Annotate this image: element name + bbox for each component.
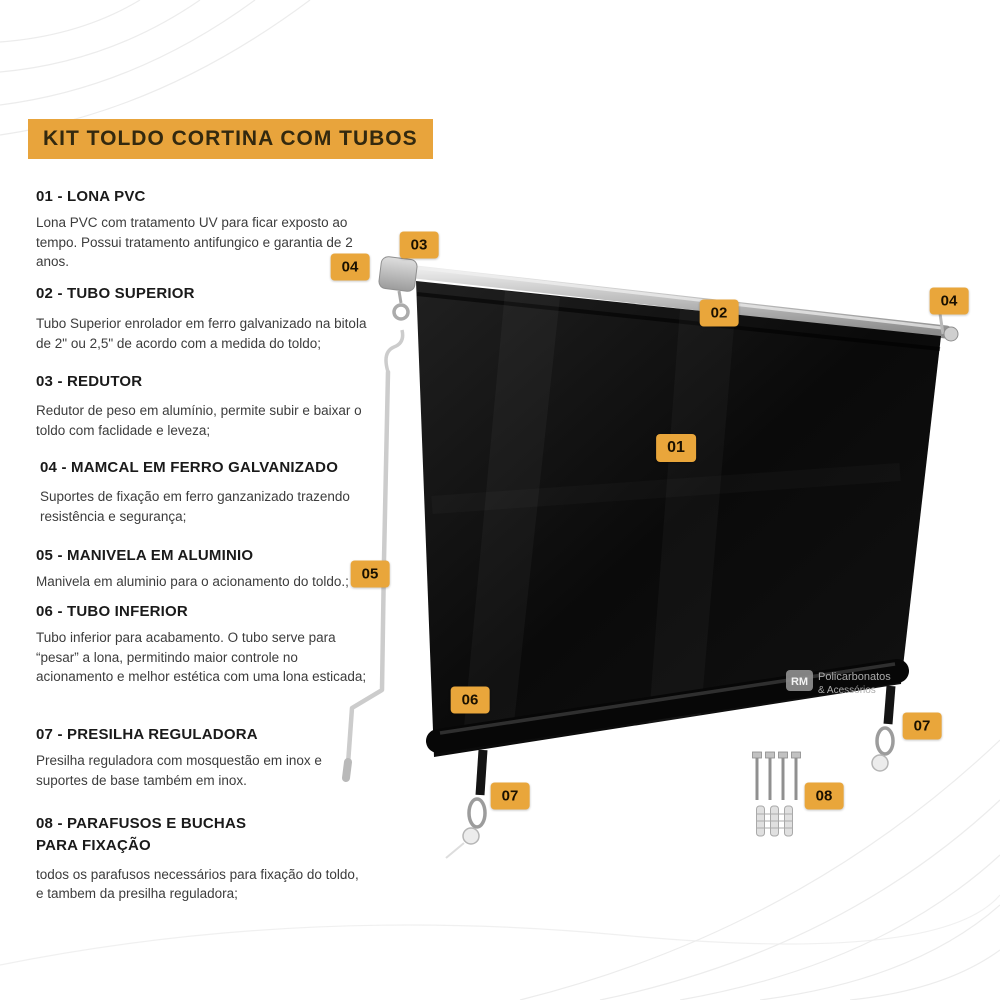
part-badge-02: 02 xyxy=(699,299,739,327)
part-badge-01: 01 xyxy=(656,434,696,462)
part-heading: 01 - LONA PVC xyxy=(36,188,146,205)
part-section-05: 05 - MANIVELA EM ALUMINIO Manivela em al… xyxy=(36,547,368,592)
part-description: Presilha reguladora com mosquestão em in… xyxy=(36,753,322,788)
screws-and-anchors xyxy=(752,751,801,837)
part-badge-04-left: 04 xyxy=(330,253,370,281)
part-description: Manivela em aluminio para o acionamento … xyxy=(36,574,349,589)
part-heading: 04 - MAMCAL EM FERRO GALVANIZADO xyxy=(40,459,339,476)
part-badge-08: 08 xyxy=(804,782,844,810)
part-section-03: 03 - REDUTOR Redutor de peso em alumínio… xyxy=(36,373,368,440)
part-heading: 03 - REDUTOR xyxy=(36,373,143,390)
part-section-07: 07 - PRESILHA REGULADORA Presilha regula… xyxy=(36,726,368,790)
bottom-tube xyxy=(426,659,909,753)
part-badge-07-left: 07 xyxy=(490,782,530,810)
part-description: Redutor de peso em alumínio, permite sub… xyxy=(36,403,362,438)
part-badge-03: 03 xyxy=(399,231,439,259)
left-strap-hook xyxy=(445,749,488,859)
part-description: Suportes de fixação em ferro ganzanizado… xyxy=(40,489,350,524)
part-badge-04-right: 04 xyxy=(929,287,969,315)
part-heading: 08 - PARAFUSOS E BUCHAS PARA FIXAÇÃO xyxy=(36,815,247,854)
part-description: todos os parafusos necessários para fixa… xyxy=(36,866,359,902)
part-badge-07-right: 07 xyxy=(902,712,942,740)
part-badge-05: 05 xyxy=(350,560,390,588)
part-heading: 06 - TUBO INFERIOR xyxy=(36,603,188,620)
part-section-06: 06 - TUBO INFERIOR Tubo inferior para ac… xyxy=(36,603,368,687)
part-heading: 05 - MANIVELA EM ALUMINIO xyxy=(36,547,254,564)
part-description: Tubo Superior enrolador em ferro galvani… xyxy=(36,316,367,351)
top-tube xyxy=(391,263,953,339)
part-section-01: 01 - LONA PVC Lona PVC com tratamento UV… xyxy=(36,188,368,272)
watermark: RM Policarbonatos & Acessórios xyxy=(786,670,891,696)
part-heading: 02 - TUBO SUPERIOR xyxy=(36,285,195,302)
part-description: Lona PVC com tratamento UV para ficar ex… xyxy=(36,215,353,270)
crank-handle xyxy=(342,329,405,782)
part-section-04: 04 - MAMCAL EM FERRO GALVANIZADO Suporte… xyxy=(40,459,385,526)
watermark-line2: & Acessórios xyxy=(818,685,876,696)
right-strap-hook xyxy=(871,685,896,772)
part-section-08: 08 - PARAFUSOS E BUCHAS PARA FIXAÇÃO tod… xyxy=(36,813,368,904)
reducer-end-cap xyxy=(378,256,418,321)
canvas-tarp xyxy=(416,281,941,757)
part-section-02: 02 - TUBO SUPERIOR Tubo Superior enrolad… xyxy=(36,285,368,353)
part-description: Tubo inferior para acabamento. O tubo se… xyxy=(36,630,367,685)
watermark-line1: Policarbonatos xyxy=(818,671,891,683)
page-title: KIT TOLDO CORTINA COM TUBOS xyxy=(28,119,433,159)
watermark-logo: RM xyxy=(791,676,808,688)
part-heading: 07 - PRESILHA REGULADORA xyxy=(36,726,258,743)
part-badge-06: 06 xyxy=(450,686,490,714)
